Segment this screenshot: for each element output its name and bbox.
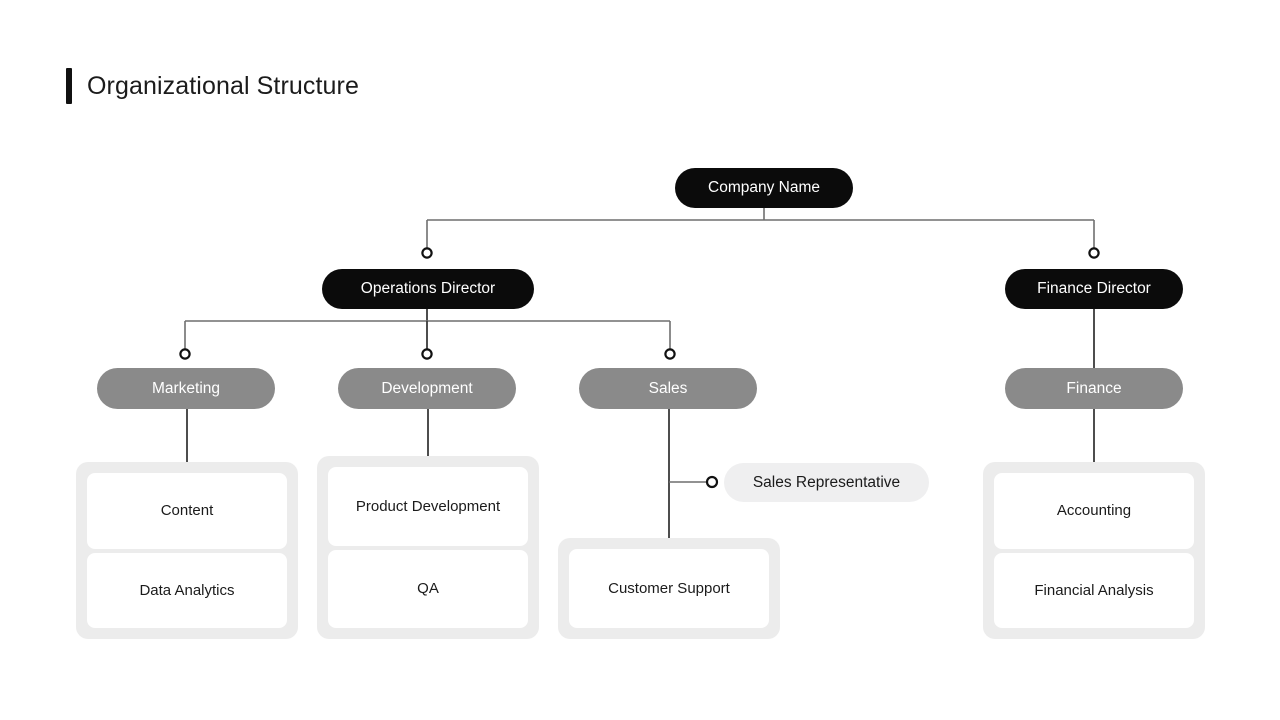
group-box-finance: Accounting Financial Analysis bbox=[983, 462, 1205, 639]
node-marketing-label: Marketing bbox=[151, 379, 221, 397]
node-operations-director[interactable]: Operations Director bbox=[322, 269, 534, 309]
node-finance-label: Finance bbox=[1066, 379, 1122, 397]
node-marketing[interactable]: Marketing bbox=[97, 368, 275, 409]
title-accent-bar bbox=[66, 68, 72, 104]
leaf-card-customer-support-label: Customer Support bbox=[608, 579, 730, 597]
leaf-card-data-analytics[interactable]: Data Analytics bbox=[87, 552, 287, 628]
leaf-card-product-development[interactable]: Product Development bbox=[328, 467, 528, 546]
leaf-card-content[interactable]: Content bbox=[87, 473, 287, 549]
node-operations-director-label: Operations Director bbox=[360, 280, 496, 297]
page-title-block: Organizational Structure bbox=[66, 68, 359, 104]
page-title: Organizational Structure bbox=[87, 71, 359, 100]
node-sales[interactable]: Sales bbox=[579, 368, 757, 409]
leaf-card-financial-analysis-label: Financial Analysis bbox=[1034, 581, 1154, 599]
connector-dot-operations bbox=[421, 247, 433, 259]
connector-dot-finance-director bbox=[1088, 247, 1100, 259]
leaf-card-data-analytics-label: Data Analytics bbox=[139, 581, 235, 599]
leaf-card-product-development-label: Product Development bbox=[355, 497, 501, 515]
node-sales-label: Sales bbox=[648, 379, 688, 397]
connector-dot-sales bbox=[664, 348, 676, 360]
leaf-card-accounting[interactable]: Accounting bbox=[994, 473, 1194, 549]
group-box-marketing: Content Data Analytics bbox=[76, 462, 298, 639]
node-company-name[interactable]: Company Name bbox=[675, 168, 853, 208]
leaf-card-accounting-label: Accounting bbox=[1056, 502, 1132, 520]
leaf-card-qa[interactable]: QA bbox=[328, 549, 528, 628]
leaf-card-financial-analysis[interactable]: Financial Analysis bbox=[994, 552, 1194, 628]
node-sales-representative-label: Sales Representative bbox=[752, 473, 901, 491]
group-box-development: Product Development QA bbox=[317, 456, 539, 639]
group-box-sales: Customer Support bbox=[558, 538, 780, 639]
node-development[interactable]: Development bbox=[338, 368, 516, 409]
node-finance-director-label: Finance Director bbox=[1037, 280, 1151, 297]
leaf-card-qa-label: QA bbox=[417, 580, 439, 598]
leaf-card-customer-support[interactable]: Customer Support bbox=[569, 549, 769, 628]
node-sales-representative[interactable]: Sales Representative bbox=[724, 463, 929, 502]
connector-dot-sales-representative bbox=[705, 475, 719, 489]
connector-dot-development bbox=[421, 348, 433, 360]
leaf-card-content-label: Content bbox=[160, 502, 214, 520]
node-development-label: Development bbox=[381, 379, 473, 397]
connector-dot-marketing bbox=[179, 348, 191, 360]
node-finance[interactable]: Finance bbox=[1005, 368, 1183, 409]
node-company-name-label: Company Name bbox=[708, 179, 820, 196]
node-finance-director[interactable]: Finance Director bbox=[1005, 269, 1183, 309]
